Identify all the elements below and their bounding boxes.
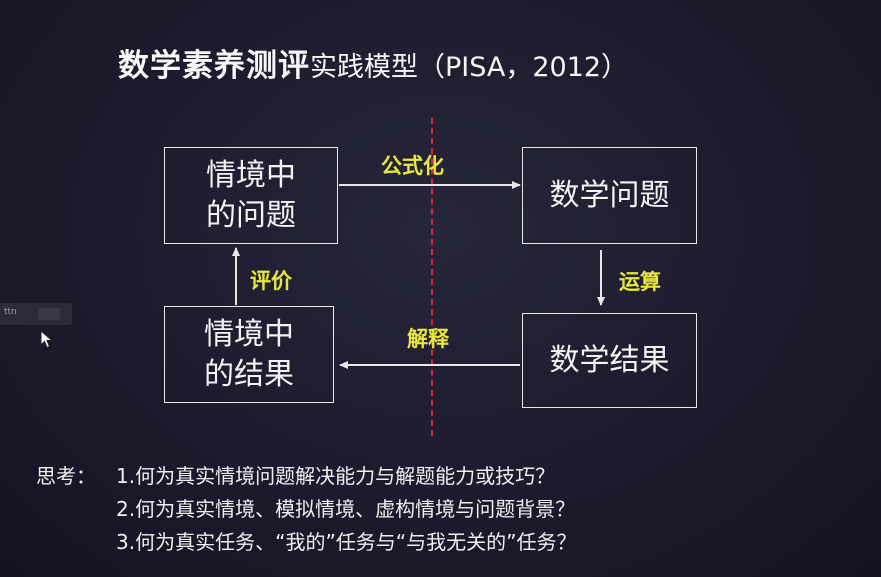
think-question-2: 2.何为真实情境、模拟情境、虚构情境与问题背景？ — [116, 497, 576, 521]
box-text-line: 数学问题 — [549, 177, 670, 213]
label-interpret: 解释 — [407, 327, 449, 351]
mouse-cursor-icon — [40, 330, 54, 349]
side-tab-text: ttn — [4, 307, 17, 317]
think-label: 思考： — [36, 464, 96, 488]
box-context-problem: 情境中 的问题 — [164, 147, 338, 244]
label-employ: 运算 — [619, 270, 661, 294]
title-normal-part: 实践模型（PISA，2012） — [310, 52, 629, 83]
box-text-line: 情境中 — [204, 316, 294, 352]
box-text-line: 情境中 — [206, 157, 296, 193]
center-divider — [431, 118, 433, 436]
side-tab-pill[interactable] — [38, 308, 60, 320]
title-bold-part: 数学素养测评 — [118, 48, 310, 84]
label-evaluate: 评价 — [250, 269, 292, 293]
box-math-problem: 数学问题 — [522, 147, 697, 244]
box-context-result: 情境中 的结果 — [164, 306, 334, 403]
think-question-1: 1.何为真实情境问题解决能力与解题能力或技巧？ — [116, 464, 556, 488]
think-question-3: 3.何为真实任务、“我的”任务与“与我无关的”任务？ — [116, 530, 577, 554]
box-text-line: 数学结果 — [549, 342, 670, 378]
slide-title: 数学素养测评实践模型（PISA，2012） — [118, 40, 628, 85]
box-math-result: 数学结果 — [522, 313, 697, 408]
side-overlay-tab[interactable]: ttn — [0, 303, 72, 325]
box-text-line: 的问题 — [206, 197, 296, 233]
box-text-line: 的结果 — [204, 356, 294, 392]
label-formulate: 公式化 — [381, 154, 444, 178]
